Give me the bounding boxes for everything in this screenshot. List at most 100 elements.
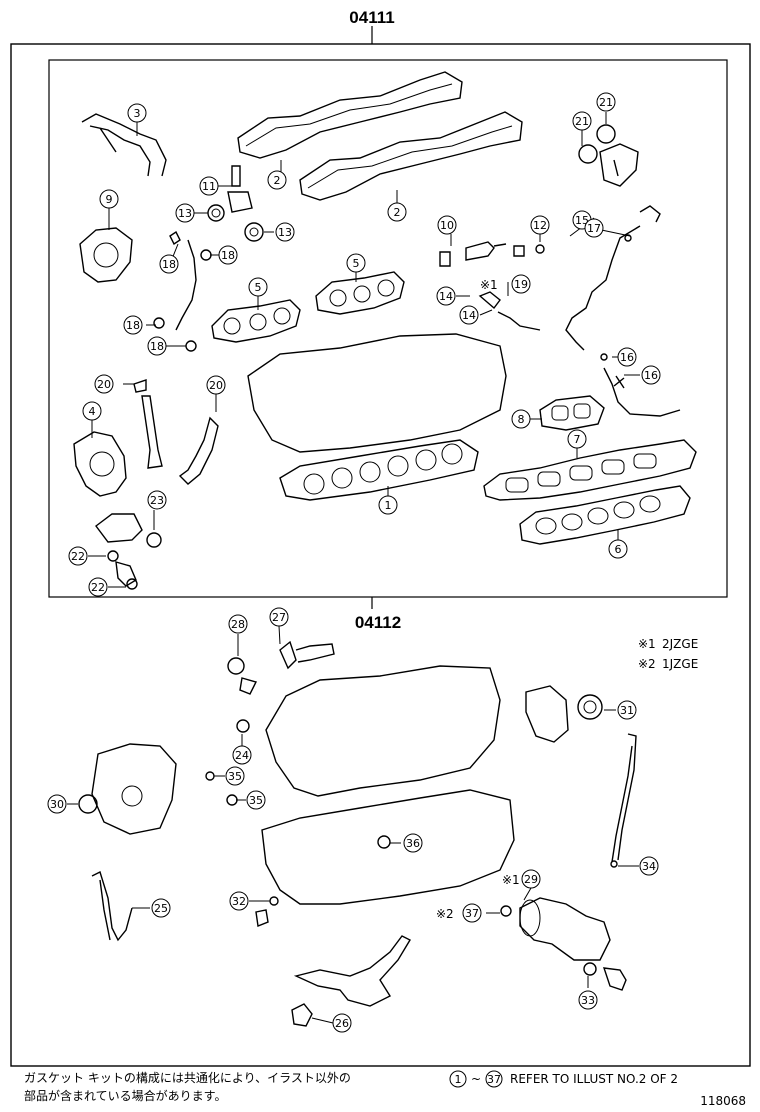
svg-text:19: 19	[514, 278, 528, 291]
svg-text:29: 29	[524, 873, 538, 886]
svg-text:21: 21	[575, 115, 589, 128]
callout: 2	[267, 170, 287, 190]
svg-text:34: 34	[642, 860, 656, 873]
svg-text:5: 5	[255, 281, 262, 294]
callout: 13	[275, 222, 295, 242]
svg-text:30: 30	[50, 798, 64, 811]
callout: 16	[641, 365, 661, 385]
callout: 23	[147, 490, 167, 510]
callout: 28	[228, 614, 248, 634]
callout: 22	[88, 577, 108, 597]
svg-text:6: 6	[615, 543, 622, 556]
callouts: 1 2 2 3 4 5 5 6 7 8 9 10 11 12 13 13 14 …	[47, 92, 661, 1033]
svg-text:27: 27	[272, 611, 286, 624]
callout: 21	[572, 111, 592, 131]
svg-text:8: 8	[518, 413, 525, 426]
callout: 7	[567, 429, 587, 449]
callout: 25	[151, 898, 171, 918]
inner-frame-04111	[48, 59, 728, 598]
svg-text:18: 18	[221, 249, 235, 262]
callout: 1	[378, 495, 398, 515]
engine-note-engine: 2JZGE	[662, 637, 698, 651]
engine-mark: ※1	[480, 278, 498, 292]
callout: 33	[578, 990, 598, 1010]
callout: 17	[584, 218, 604, 238]
callout: 4	[82, 401, 102, 421]
svg-text:4: 4	[89, 405, 96, 418]
svg-text:26: 26	[335, 1017, 349, 1030]
callout: 3	[127, 103, 147, 123]
svg-text:35: 35	[249, 794, 263, 807]
callout: 31	[617, 700, 637, 720]
callout: 14	[436, 286, 456, 306]
engine-mark: ※2	[436, 907, 454, 921]
svg-text:7: 7	[574, 433, 581, 446]
engine-note-engine: 1JZGE	[662, 657, 698, 671]
svg-text:13: 13	[178, 207, 192, 220]
callout: 20	[94, 374, 114, 394]
callout: 32	[229, 891, 249, 911]
svg-text:14: 14	[439, 290, 453, 303]
svg-text:3: 3	[134, 107, 141, 120]
callout: 5	[248, 277, 268, 297]
callout: 18	[218, 245, 238, 265]
callout: 22	[68, 546, 88, 566]
svg-text:22: 22	[91, 581, 105, 594]
kit-number-04111: 04111	[349, 8, 394, 27]
callout: 30	[47, 794, 67, 814]
svg-text:12: 12	[533, 219, 547, 232]
callout: 26	[332, 1013, 352, 1033]
callout: 24	[232, 745, 252, 765]
callout: 13	[175, 203, 195, 223]
callout: 29	[521, 869, 541, 889]
svg-text:18: 18	[150, 340, 164, 353]
svg-text:11: 11	[202, 180, 216, 193]
callout: 27	[269, 607, 289, 627]
svg-text:21: 21	[599, 96, 613, 109]
svg-text:20: 20	[97, 378, 111, 391]
callout: 34	[639, 856, 659, 876]
svg-text:37: 37	[465, 907, 479, 920]
callout: 16	[617, 347, 637, 367]
engine-note-mark: ※2	[638, 657, 656, 671]
svg-text:14: 14	[462, 309, 476, 322]
callout: 19	[511, 274, 531, 294]
callout: 21	[596, 92, 616, 112]
svg-text:15: 15	[575, 214, 589, 227]
footer-note-jp-line2: 部品が含まれている場合があります。	[24, 1089, 227, 1103]
part-illustrations	[73, 71, 697, 1027]
callout: 12	[530, 215, 550, 235]
engine-note-mark: ※1	[638, 637, 656, 651]
callout: 37	[462, 903, 482, 923]
svg-text:2: 2	[274, 174, 281, 187]
svg-text:13: 13	[278, 226, 292, 239]
svg-text:28: 28	[231, 618, 245, 631]
callout: 20	[206, 375, 226, 395]
callout: 14	[459, 305, 479, 325]
callout: 18	[159, 254, 179, 274]
callout: 11	[199, 176, 219, 196]
svg-text:36: 36	[406, 837, 420, 850]
callout: 18	[147, 336, 167, 356]
svg-text:2: 2	[394, 206, 401, 219]
engine-mark: ※1	[502, 873, 520, 887]
callout: 36	[403, 833, 423, 853]
svg-text:23: 23	[150, 494, 164, 507]
svg-text:24: 24	[235, 749, 249, 762]
svg-text:20: 20	[209, 379, 223, 392]
svg-text:18: 18	[126, 319, 140, 332]
callout: 2	[387, 202, 407, 222]
svg-text:1: 1	[385, 499, 392, 512]
svg-text:33: 33	[581, 994, 595, 1007]
footer-note-jp-line1: ガスケット キットの構成には共通化により、イラスト以外の	[24, 1071, 351, 1085]
callout: 18	[123, 315, 143, 335]
svg-text:35: 35	[228, 770, 242, 783]
svg-text:32: 32	[232, 895, 246, 908]
callout: 9	[99, 189, 119, 209]
svg-text:16: 16	[620, 351, 634, 364]
svg-text:22: 22	[71, 550, 85, 563]
callout: 10	[437, 215, 457, 235]
callout: 35	[225, 766, 245, 786]
svg-text:10: 10	[440, 219, 454, 232]
svg-text:31: 31	[620, 704, 634, 717]
